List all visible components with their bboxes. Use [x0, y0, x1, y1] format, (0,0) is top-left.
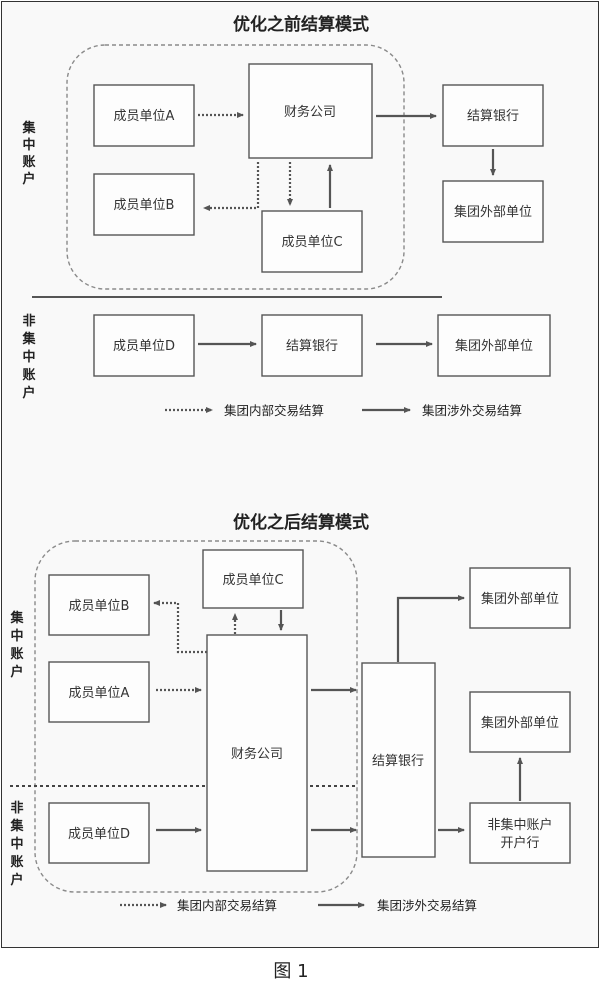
top-node-member-d: 成员单位D [93, 314, 195, 377]
svg-text:结算银行: 结算银行 [467, 109, 519, 124]
bottom-arrow-finance-to-b [153, 600, 207, 654]
top-side-non-5: 户 [22, 385, 35, 401]
top-side-label-2: 中 [22, 137, 35, 153]
top-node-member-b: 成员单位B [93, 173, 195, 236]
bottom-node-non-central-bank: 非集中账户 开户行 [469, 802, 571, 864]
svg-text:成员单位D: 成员单位D [68, 827, 130, 842]
svg-text:成员单位B: 成员单位B [114, 198, 175, 213]
bottom-node-member-d: 成员单位D [48, 802, 150, 864]
bottom-side-non-5: 户 [10, 872, 23, 888]
top-node-external-unit-2: 集团外部单位 [437, 314, 551, 377]
top-legend-external: 集团涉外交易结算 [422, 403, 522, 418]
top-node-settlement-bank: 结算银行 [442, 84, 544, 147]
bottom-side-non-4: 账 [10, 855, 23, 870]
top-node-settlement-bank-2: 结算银行 [261, 314, 363, 377]
bottom-side-non-2: 集 [9, 818, 24, 834]
svg-text:成员单位C: 成员单位C [222, 573, 283, 588]
svg-text:成员单位A: 成员单位A [69, 686, 130, 701]
svg-text:成员单位A: 成员单位A [114, 109, 175, 124]
svg-text:成员单位C: 成员单位C [281, 235, 342, 250]
bottom-legend-external: 集团涉外交易结算 [377, 898, 477, 913]
bottom-node-external-unit-1: 集团外部单位 [469, 567, 571, 629]
svg-text:财务公司: 财务公司 [284, 104, 336, 120]
bottom-node-member-b: 成员单位B [48, 574, 150, 636]
bottom-arrow-bank-to-external-1 [396, 595, 465, 662]
top-node-member-a: 成员单位A [93, 84, 195, 147]
svg-text:财务公司: 财务公司 [231, 746, 283, 762]
bottom-side-label-3: 账 [10, 647, 23, 662]
bottom-side-non-3: 中 [10, 836, 23, 852]
top-side-label-1: 集 [21, 120, 36, 136]
svg-text:结算银行: 结算银行 [286, 339, 338, 354]
top-side-non-3: 中 [22, 349, 35, 365]
bottom-side-non-1: 非 [10, 800, 23, 816]
top-side-label-4: 户 [22, 171, 35, 187]
top-centralized-group [66, 44, 405, 290]
bottom-node-member-c: 成员单位C [202, 549, 304, 609]
top-side-non-1: 非 [22, 313, 35, 329]
top-side-non-2: 集 [21, 331, 36, 347]
bottom-title: 优化之后结算模式 [233, 512, 369, 533]
top-side-non-4: 账 [22, 368, 35, 383]
svg-text:开户行: 开户行 [500, 835, 539, 851]
top-node-finance-company: 财务公司 [248, 63, 373, 159]
bottom-node-finance-company: 财务公司 [206, 634, 308, 872]
svg-text:结算银行: 结算银行 [372, 754, 424, 769]
bottom-side-label-2: 中 [10, 628, 23, 644]
bottom-side-label-4: 户 [10, 664, 23, 680]
top-node-member-c: 成员单位C [261, 210, 363, 273]
bottom-group [34, 540, 358, 893]
svg-text:集团外部单位: 集团外部单位 [481, 591, 559, 607]
top-side-label-3: 账 [22, 155, 35, 170]
svg-text:集团外部单位: 集团外部单位 [455, 338, 533, 354]
top-arrow-finance-to-b [203, 162, 260, 211]
top-legend-internal: 集团内部交易结算 [224, 403, 324, 418]
bottom-node-member-a: 成员单位A [48, 661, 150, 723]
svg-text:集团外部单位: 集团外部单位 [454, 204, 532, 220]
bottom-side-label-1: 集 [9, 610, 24, 626]
bottom-node-external-unit-2: 集团外部单位 [469, 691, 571, 753]
bottom-node-settlement-bank: 结算银行 [361, 662, 436, 858]
svg-text:集团外部单位: 集团外部单位 [481, 715, 559, 731]
top-node-external-unit: 集团外部单位 [442, 180, 544, 243]
top-title: 优化之前结算模式 [233, 14, 369, 35]
svg-text:非集中账户: 非集中账户 [487, 817, 552, 833]
bottom-legend-internal: 集团内部交易结算 [177, 898, 277, 913]
figure-caption: 图 1 [273, 961, 308, 982]
svg-text:成员单位B: 成员单位B [69, 599, 130, 614]
svg-text:成员单位D: 成员单位D [113, 339, 175, 354]
